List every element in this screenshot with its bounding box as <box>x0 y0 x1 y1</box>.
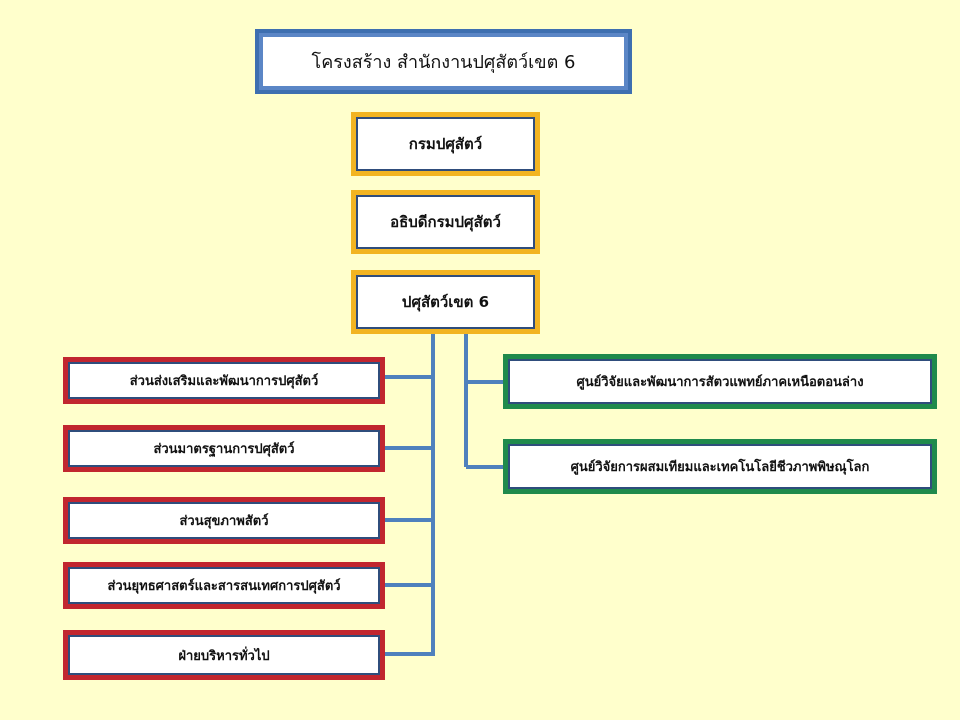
node-director-general: อธิบดีกรมปศุสัตว์ <box>351 190 540 254</box>
node-left-unit-4: ส่วนยุทธศาสตร์และสารสนเทศการปศุสัตว์ <box>63 562 385 609</box>
node-region-office: ปศุสัตว์เขต 6 <box>351 270 540 334</box>
node-right-unit-1: ศูนย์วิจัยและพัฒนาการสัตวแพทย์ภาคเหนือตอ… <box>503 354 937 409</box>
node-left-unit-5: ฝ่ายบริหารทั่วไป <box>63 630 385 680</box>
node-left-unit-3: ส่วนสุขภาพสัตว์ <box>63 497 385 544</box>
node-department: กรมปศุสัตว์ <box>351 112 540 176</box>
chart-title: โครงสร้าง สำนักงานปศุสัตว์เขต 6 <box>255 29 632 94</box>
node-right-unit-2: ศูนย์วิจัยการผสมเทียมและเทคโนโลยีชีวภาพพ… <box>503 439 937 494</box>
node-left-unit-1: ส่วนส่งเสริมและพัฒนาการปศุสัตว์ <box>63 357 385 404</box>
node-left-unit-2: ส่วนมาตรฐานการปศุสัตว์ <box>63 425 385 472</box>
